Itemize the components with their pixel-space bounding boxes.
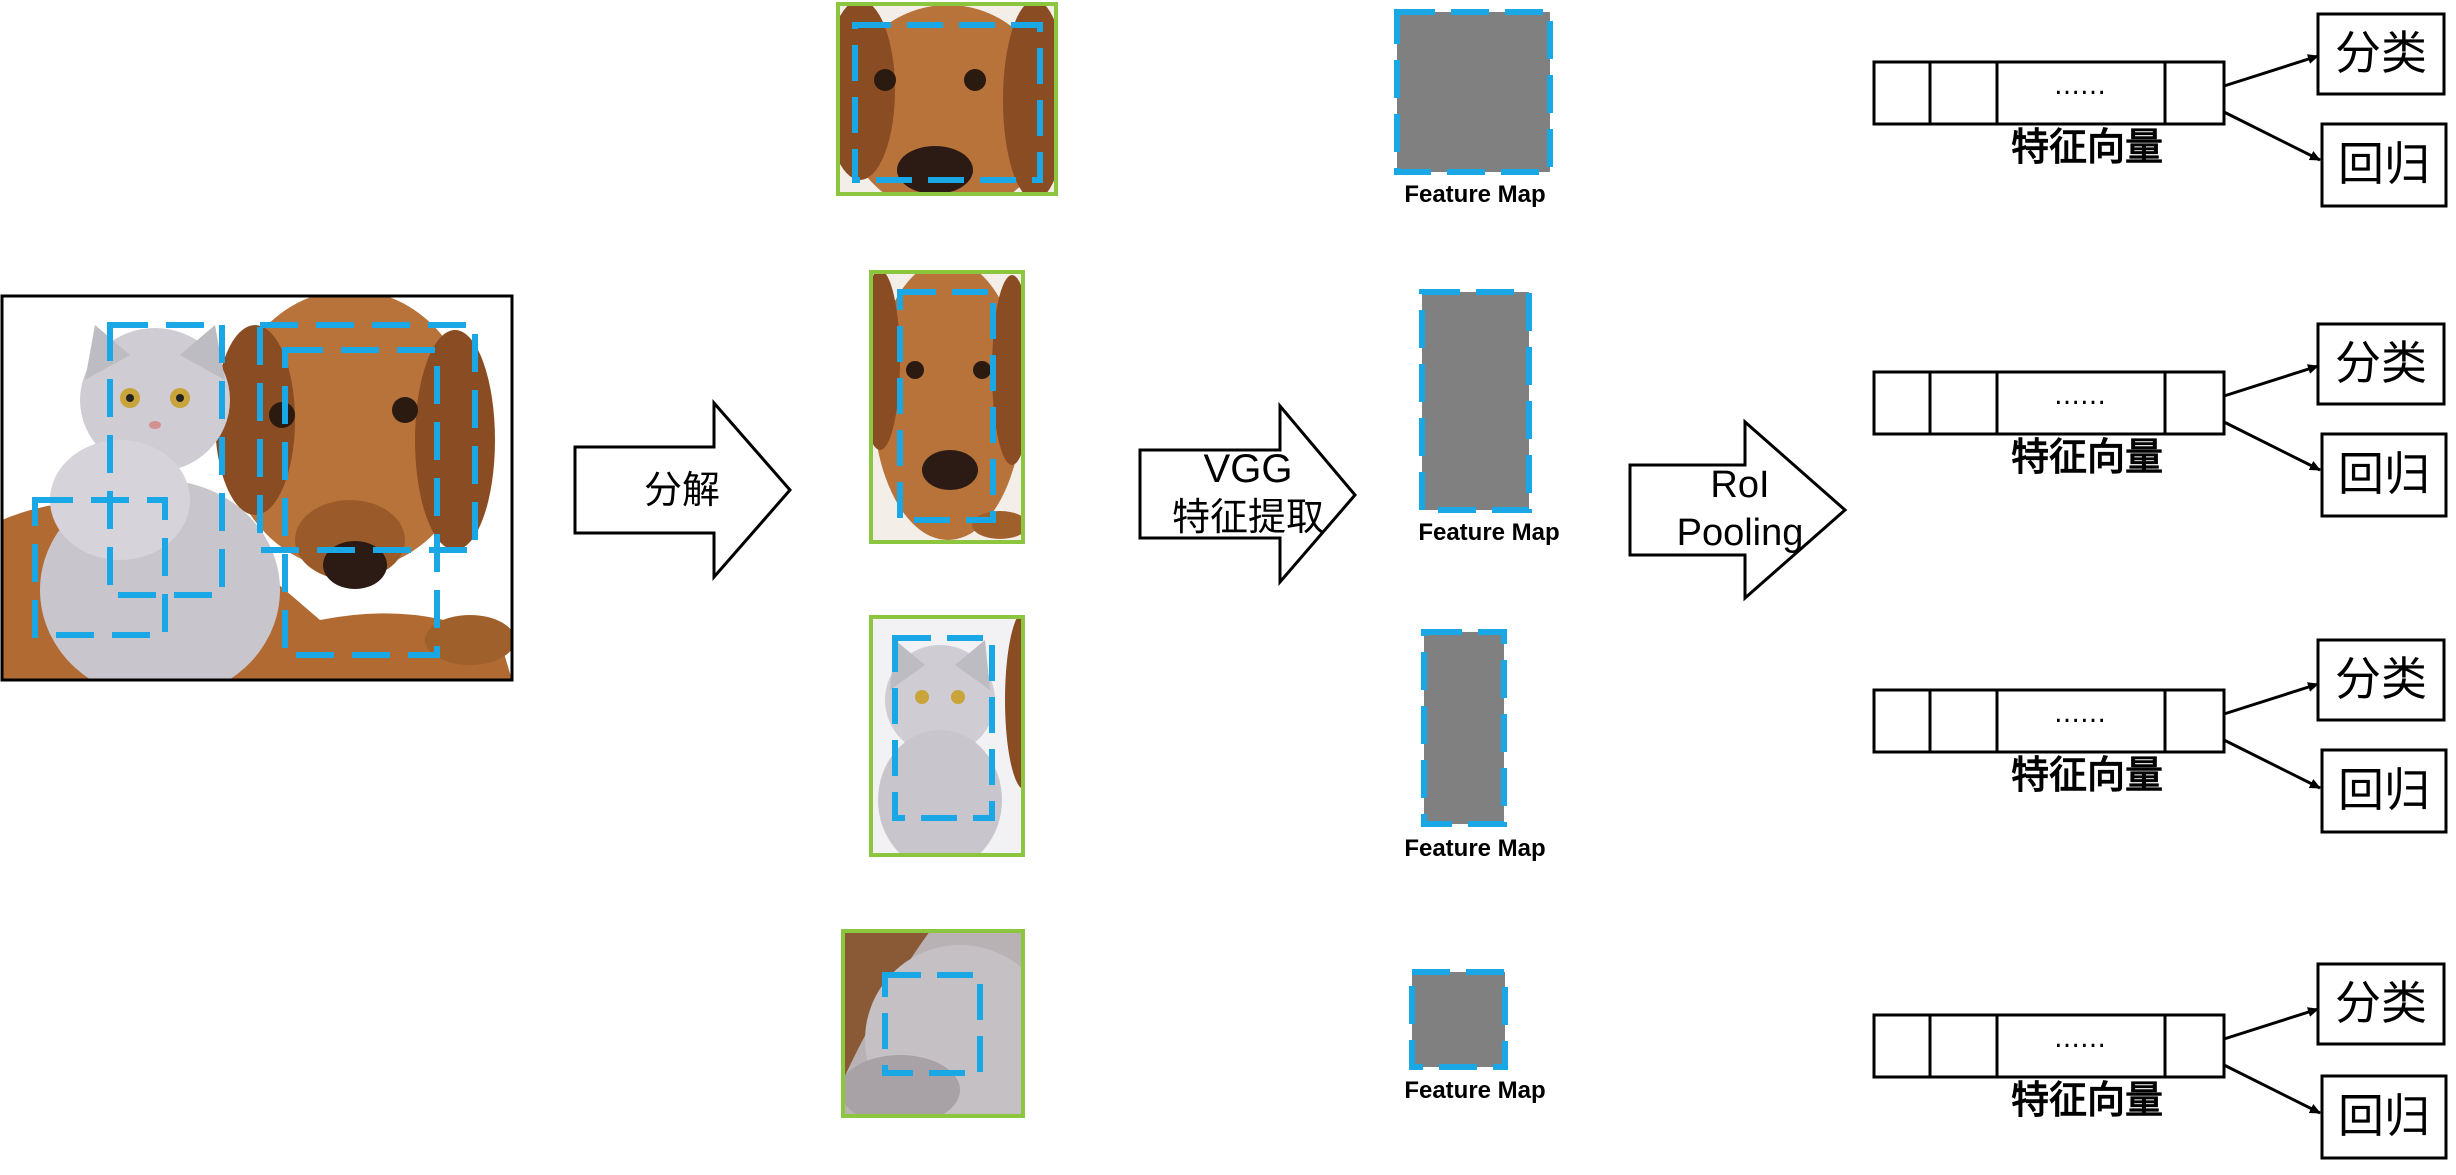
feature-vector xyxy=(1872,60,2226,126)
roi-pooling-arrow: RoI Pooling xyxy=(1628,418,1848,602)
arrow-to-classify xyxy=(2223,1007,2319,1041)
roi-label: RoI xyxy=(1710,464,1769,506)
feature-vector-label: 特征向量 xyxy=(2011,753,2163,797)
feature-vector xyxy=(1872,688,2226,754)
arrow-to-regress xyxy=(2223,110,2321,162)
feature-map-4: Feature Map xyxy=(1404,969,1546,1104)
crop-dog-face xyxy=(836,2,1058,196)
pooling-label: Pooling xyxy=(1677,512,1804,554)
arrow-to-classify xyxy=(2223,54,2319,88)
feature-vector-label: 特征向量 xyxy=(2011,1078,2163,1122)
decompose-arrow: 分解 xyxy=(573,399,792,581)
vector-ellipsis: …… xyxy=(2054,381,2106,411)
feature-vector-label: 特征向量 xyxy=(2011,435,2163,479)
feature-map-label: Feature Map xyxy=(1404,1077,1545,1104)
region-proposals xyxy=(32,322,478,658)
vgg-label: VGG xyxy=(1204,447,1293,491)
feature-map-label: Feature Map xyxy=(1404,181,1545,208)
regress-box xyxy=(2320,748,2448,834)
arrow-to-classify xyxy=(2223,364,2319,398)
classify-label: 分类 xyxy=(2335,976,2427,1030)
feature-extraction-label: 特征提取 xyxy=(1172,495,1324,539)
feature-vector xyxy=(1872,370,2226,436)
classify-box xyxy=(2316,638,2446,722)
vector-ellipsis: …… xyxy=(2054,699,2106,729)
feature-map-label: Feature Map xyxy=(1404,835,1545,862)
feature-vector-label: 特征向量 xyxy=(2011,125,2163,169)
classify-label: 分类 xyxy=(2335,652,2427,706)
crop-kitten xyxy=(869,615,1025,857)
feature-map-3: Feature Map xyxy=(1404,629,1546,862)
decompose-label: 分解 xyxy=(644,468,720,512)
crop-dog-head xyxy=(869,270,1025,544)
feature-vector xyxy=(1872,1013,2226,1079)
classify-label: 分类 xyxy=(2335,336,2427,390)
proposal-box-cat xyxy=(107,322,225,598)
regress-label: 回归 xyxy=(2338,137,2430,191)
regress-label: 回归 xyxy=(2338,763,2430,817)
arrow-to-classify xyxy=(2223,682,2319,716)
vgg-arrow: VGG 特征提取 xyxy=(1138,401,1357,587)
vector-ellipsis: …… xyxy=(2054,71,2106,101)
feature-map-2: Feature Map xyxy=(1418,289,1560,546)
proposal-box-dog-head xyxy=(282,347,440,658)
output-row-3: …… 特征向量 分类 回归 xyxy=(1872,638,2448,834)
source-image-frame xyxy=(0,294,514,682)
vector-ellipsis: …… xyxy=(2054,1024,2106,1054)
output-row-4: …… 特征向量 分类 回归 xyxy=(1872,962,2448,1160)
regress-box xyxy=(2320,432,2448,518)
arrow-to-regress xyxy=(2223,420,2321,472)
classify-label: 分类 xyxy=(2335,26,2427,80)
classify-box xyxy=(2316,962,2446,1046)
arrow-to-regress xyxy=(2223,1063,2321,1115)
classify-box xyxy=(2316,322,2446,406)
regress-box xyxy=(2320,1074,2448,1160)
crop-fur xyxy=(841,929,1025,1118)
arrow-to-regress xyxy=(2223,738,2321,790)
feature-map-label: Feature Map xyxy=(1418,519,1559,546)
regress-label: 回归 xyxy=(2338,447,2430,501)
regress-box xyxy=(2320,122,2448,208)
regress-label: 回归 xyxy=(2338,1089,2430,1143)
proposal-box-fur xyxy=(32,497,168,638)
output-row-1: …… 特征向量 分类 回归 xyxy=(1872,12,2448,208)
feature-map-1: Feature Map xyxy=(1394,9,1553,208)
classify-box xyxy=(2316,12,2446,96)
output-row-2: …… 特征向量 分类 回归 xyxy=(1872,322,2448,518)
